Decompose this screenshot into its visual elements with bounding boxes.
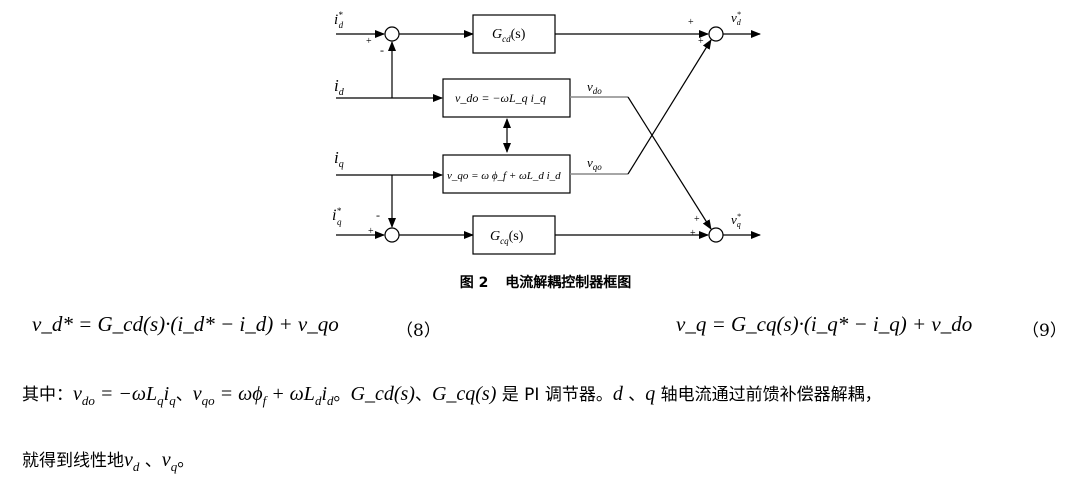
sign-plus-6: + [690,228,696,239]
id-label: id [334,76,345,98]
sign-minus-2: - [376,208,380,222]
decoupling-controller-diagram: i*d + - Gcd(s) + + v*d id v_do = −ωL_q i… [332,10,761,255]
vqo-inline: vqo = ωϕf + ωLdid [192,383,334,408]
gcq-label: Gcq(s) [490,229,524,246]
gcq-block [472,215,556,255]
vd-inline: vd [124,449,140,474]
sum-junction-d-output [708,26,724,42]
vdo-cross-line [627,96,712,230]
para-line2: 就得到线性地 [22,451,124,471]
vq-out-label: v*q [731,212,741,229]
vdo-block [442,78,571,118]
vdo-label: vdo [587,79,602,96]
para-sep2: 、 [414,385,432,405]
paragraph-line-2: 就得到线性地vd 、vq。 [22,446,194,475]
para-is-pi: 是 PI 调节器。 [496,385,613,405]
sign-plus-1: + [366,36,372,47]
gcq-inline: G_cq(s) [431,383,497,405]
para-lead: 其中： [22,385,73,405]
equation-8: v_d* = G_cd(s)·(i_d* − i_d) + v_qo [32,312,339,336]
sum-junction-q-output [708,227,724,243]
para-end2: 。 [177,451,195,471]
sign-minus-1: - [380,43,384,57]
para-sep4: 、 [139,451,162,471]
vdo-inline: vdo = −ωLqiq [73,383,176,408]
figure-caption: 图 2 电流解耦控制器框图 [0,272,1091,292]
iq-ref-label: i*q [332,206,342,227]
vd-out-label: v*d [731,10,742,27]
gcd-label: Gcd(s) [492,27,526,44]
vq-inline: vq [161,449,178,474]
sign-plus-2: + [688,17,694,28]
equation-9-number: （9） [1022,321,1067,341]
gcd-inline: G_cd(s) [350,383,415,405]
sign-plus-3: + [698,36,704,47]
vqo-block [442,154,571,194]
para-sep3: 、 [622,385,646,405]
para-sep1: 、 [175,385,193,405]
vqo-label: vqo [587,155,602,172]
equation-8-number: （8） [396,321,441,341]
para-end1: 。 [333,385,351,405]
vdo-block-text: v_do = −ωL_q i_q [455,91,546,105]
q-axis-inline: q [645,383,656,405]
sum-junction-d-input [384,26,400,42]
sign-plus-5: + [694,214,700,225]
sum-junction-q-input [384,227,400,243]
sign-plus-4: + [368,226,374,237]
iq-label: iq [334,148,344,170]
para-axis-text: 轴电流通过前馈补偿器解耦， [655,385,882,405]
vqo-cross-line [627,39,712,175]
figure-title: 电流解耦控制器框图 [505,275,632,291]
equation-9: v_q = G_cq(s)·(i_q* − i_q) + v_do [676,312,973,336]
id-ref-label: i*d [334,10,344,30]
figure-number: 图 2 [459,275,489,291]
vqo-block-text: v_qo = ω ϕ_f + ωL_d i_d [447,170,561,182]
d-axis-inline: d [612,383,623,405]
paragraph-line-1: 其中：vdo = −ωLqiq、vqo = ωϕf + ωLdid。G_cd(s… [22,380,882,409]
